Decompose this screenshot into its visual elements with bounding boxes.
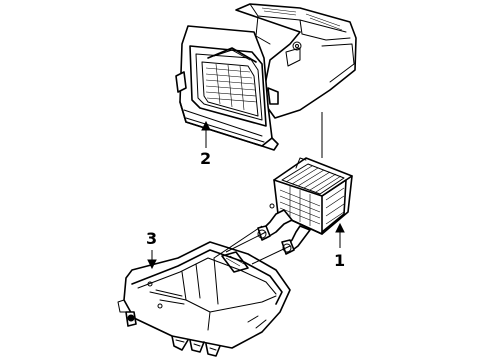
callout-1-label: 1 — [334, 251, 345, 270]
callout-1: 1 — [334, 222, 345, 270]
callout-2-label: 2 — [200, 149, 211, 168]
heater-case-upper — [175, 3, 357, 151]
callout-3: 3 — [146, 229, 157, 270]
callout-3-label: 3 — [146, 229, 157, 248]
heater-core — [257, 157, 353, 255]
callout-2: 2 — [200, 120, 211, 168]
assembly-guide-lines — [213, 112, 323, 265]
heater-case-lower — [117, 241, 291, 357]
